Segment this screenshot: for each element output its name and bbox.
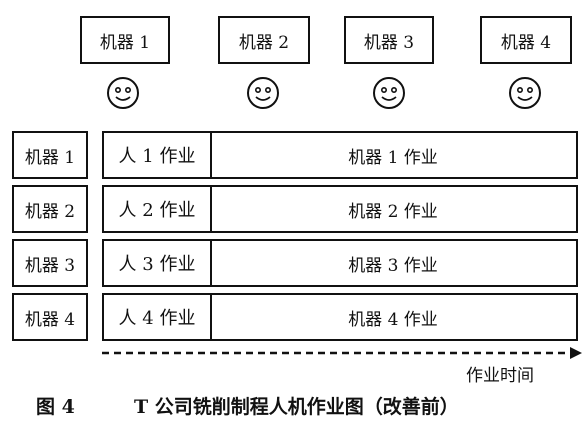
smiley-face-icon bbox=[247, 77, 279, 109]
person-task-3: 人 3 作业 bbox=[104, 241, 212, 285]
top-machine-4: 机器 4 bbox=[480, 16, 572, 64]
top-machine-1: 机器 1 bbox=[80, 16, 170, 64]
task-bar-2: 人 2 作业 机器 2 作业 bbox=[102, 185, 578, 233]
row-machine-label-4: 机器 4 bbox=[12, 293, 88, 341]
machine-task-4: 机器 4 作业 bbox=[348, 309, 438, 330]
row-machine-label-1: 机器 1 bbox=[12, 131, 88, 179]
smiley-face-icon bbox=[509, 77, 541, 109]
task-bar-3: 人 3 作业 机器 3 作业 bbox=[102, 239, 578, 287]
person-task-2: 人 2 作业 bbox=[104, 187, 212, 231]
machine-task-1: 机器 1 作业 bbox=[348, 147, 438, 168]
time-axis-label: 作业时间 bbox=[466, 366, 534, 386]
top-machine-2: 机器 2 bbox=[218, 16, 310, 64]
person-task-4: 人 4 作业 bbox=[104, 295, 212, 339]
figure-caption: 图 4 T 公司铣削制程人机作业图（改善前） bbox=[36, 392, 459, 419]
dashed-arrow-icon bbox=[102, 347, 582, 359]
top-machine-3: 机器 3 bbox=[344, 16, 434, 64]
row-machine-label-3: 机器 3 bbox=[12, 239, 88, 287]
smiley-face-icon bbox=[373, 77, 405, 109]
figure-number: 图 4 bbox=[36, 396, 75, 418]
task-bar-4: 人 4 作业 机器 4 作业 bbox=[102, 293, 578, 341]
smiley-face-icon bbox=[107, 77, 139, 109]
machine-task-3: 机器 3 作业 bbox=[348, 255, 438, 276]
machine-task-2: 机器 2 作业 bbox=[348, 201, 438, 222]
task-bar-1: 人 1 作业 机器 1 作业 bbox=[102, 131, 578, 179]
person-task-1: 人 1 作业 bbox=[104, 133, 212, 177]
figure-title: T 公司铣削制程人机作业图（改善前） bbox=[134, 396, 459, 418]
row-machine-label-2: 机器 2 bbox=[12, 185, 88, 233]
